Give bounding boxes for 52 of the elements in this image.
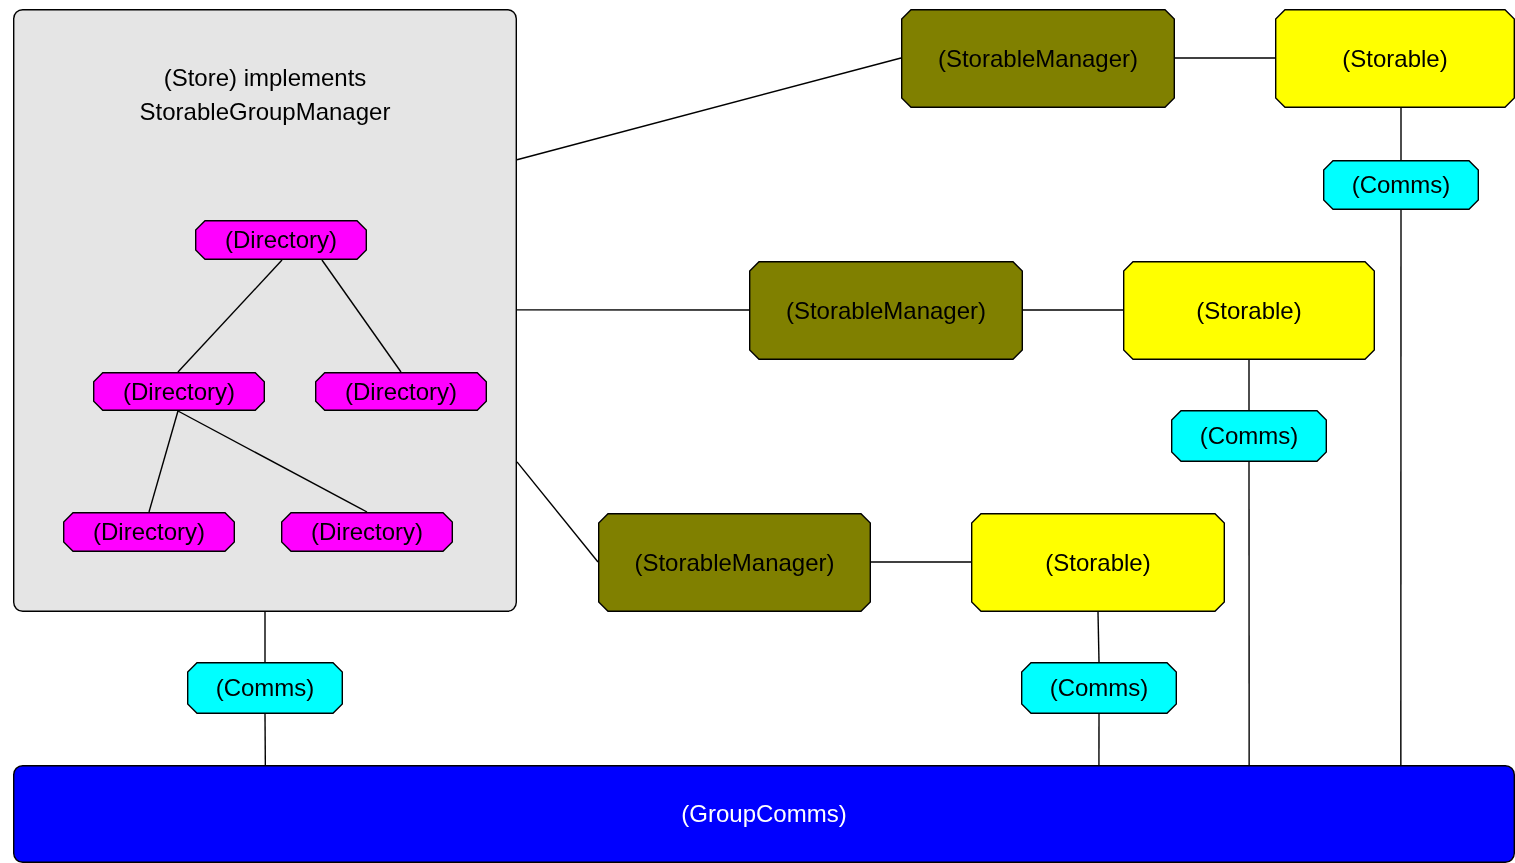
node-label: (GroupComms) (680, 799, 848, 829)
node-label: (StorableManager) (784, 295, 988, 326)
connector-line (1248, 461, 1250, 766)
manager-box (598, 513, 871, 612)
connector-line (177, 410, 368, 513)
node-label: (Storable) (1341, 43, 1449, 74)
node-label: (Storable) (1044, 547, 1152, 578)
connector-line (1098, 713, 1100, 766)
connector-line (1248, 359, 1250, 411)
connector-line (516, 309, 750, 311)
connector-line (1174, 57, 1276, 59)
node-label: (Comms) (1048, 673, 1150, 703)
manager-box (749, 261, 1023, 360)
directory-box (93, 372, 265, 411)
node-label: (Directory) (310, 517, 424, 547)
connector-line (1400, 209, 1402, 766)
connector-line (516, 461, 599, 563)
comms-box (1323, 160, 1479, 210)
node-label: (Directory) (122, 376, 236, 407)
storable-box (971, 513, 1225, 612)
comms-box (1021, 662, 1177, 714)
connector-line (321, 259, 402, 373)
node-label: (Directory) (92, 517, 206, 547)
directory-box (63, 512, 235, 552)
connector-line (264, 611, 266, 663)
directory-box (315, 372, 487, 411)
storable-box (1275, 9, 1515, 108)
bus-box (13, 765, 1515, 863)
node-label: (Comms) (1350, 170, 1452, 200)
node-label: (Store) implements StorableGroupManager (139, 63, 391, 127)
connector-line (1097, 611, 1100, 663)
directory-box (281, 512, 453, 552)
storable-box (1123, 261, 1375, 360)
node-label: (Directory) (224, 225, 338, 255)
connector-line (1022, 309, 1124, 311)
node-label: (Storable) (1195, 295, 1303, 326)
connector-line (870, 561, 972, 563)
store-box (13, 9, 517, 612)
comms-box (1171, 410, 1327, 462)
connector-line (177, 259, 283, 373)
node-label: (Directory) (344, 376, 458, 407)
manager-box (901, 9, 1175, 108)
comms-box (187, 662, 343, 714)
connector-line (516, 57, 902, 161)
connector-line (1400, 107, 1402, 161)
directory-box (195, 220, 367, 260)
node-label: (Comms) (1198, 421, 1300, 451)
connector-line (148, 410, 179, 513)
connector-line (264, 713, 267, 766)
node-label: (StorableManager) (633, 547, 836, 578)
node-label: (Comms) (214, 673, 316, 703)
node-label: (StorableManager) (936, 43, 1140, 74)
